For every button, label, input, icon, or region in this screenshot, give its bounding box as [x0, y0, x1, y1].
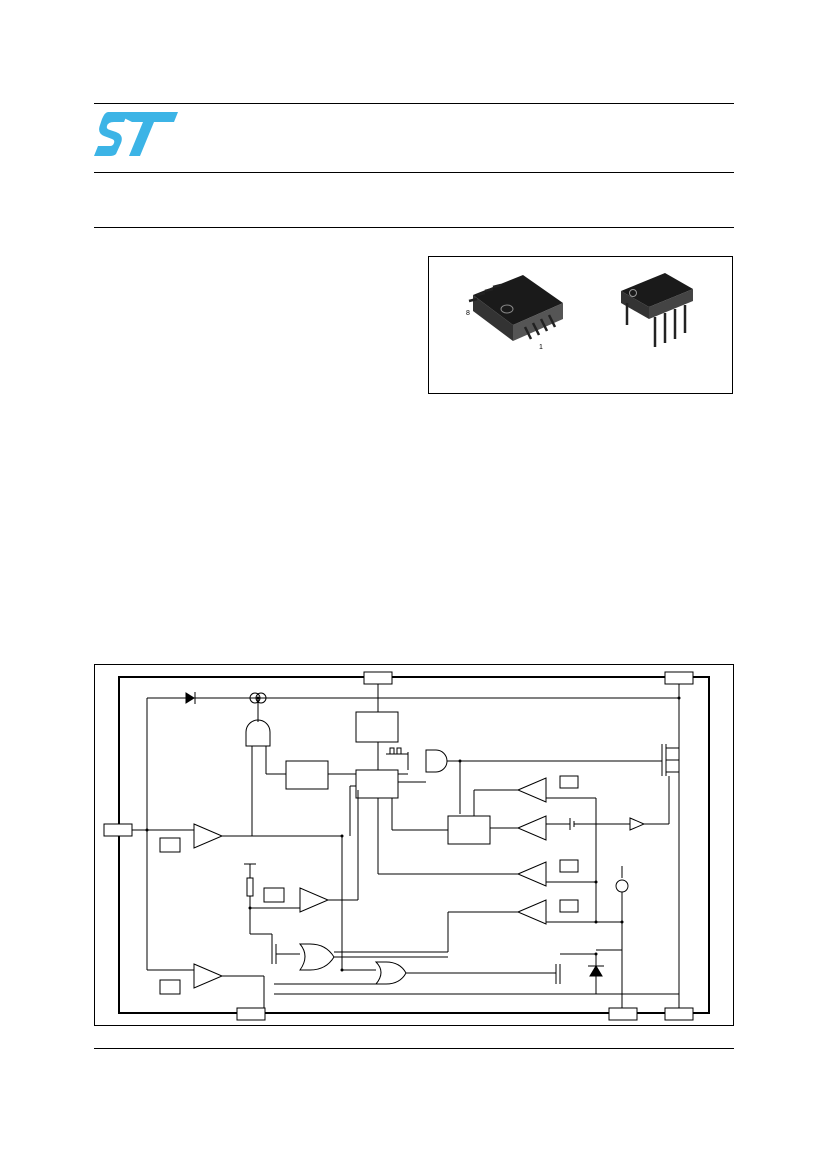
and-gate-icon	[245, 719, 271, 747]
pin-1-label: 1	[539, 344, 543, 351]
comparator-icon	[299, 887, 330, 913]
diode-icon	[185, 692, 196, 704]
diagram-outer-frame	[94, 664, 734, 1026]
footer-rule	[94, 1048, 734, 1049]
comparator-icon	[516, 777, 547, 803]
header-middle-rule	[94, 172, 734, 173]
comparator-icon	[193, 963, 224, 989]
leb-block	[285, 760, 329, 790]
pin-8-label: 8	[466, 310, 470, 317]
control-block	[447, 815, 491, 845]
package-images-frame: 8 1	[428, 256, 733, 394]
current-source-icon	[249, 692, 267, 704]
or-gate-icon	[374, 961, 407, 985]
comparator-icon	[516, 861, 547, 887]
block-diagram	[94, 664, 734, 1026]
header-bottom-rule	[94, 227, 734, 228]
so8-package-image: 8 1	[466, 275, 563, 351]
pin-top-center	[363, 671, 393, 685]
mosfet-icon	[555, 964, 561, 984]
mosfet-icon	[661, 744, 679, 776]
st-logo	[94, 112, 178, 156]
zener-icon	[588, 965, 604, 977]
pin-bottom-mid	[608, 1007, 638, 1021]
pin-bottom-right	[664, 1007, 694, 1021]
and-gate-icon	[425, 749, 448, 773]
mosfet-icon	[271, 944, 277, 964]
or-gate-icon	[298, 943, 335, 971]
comparator-icon	[516, 899, 547, 925]
header-top-rule	[94, 103, 734, 104]
current-source-icon	[615, 879, 629, 893]
dip8-package-image	[621, 273, 693, 347]
pwm-latch-block	[355, 769, 399, 799]
pin-left	[103, 823, 133, 837]
comparator-icon	[516, 815, 547, 841]
battery-icon	[569, 818, 575, 830]
pin-bottom-left	[236, 1007, 266, 1021]
chip-boundary	[118, 676, 710, 1014]
pin-top-right	[664, 671, 694, 685]
oscillator-block	[355, 711, 399, 743]
comparator-icon	[193, 823, 224, 849]
resistor-icon	[246, 877, 254, 897]
